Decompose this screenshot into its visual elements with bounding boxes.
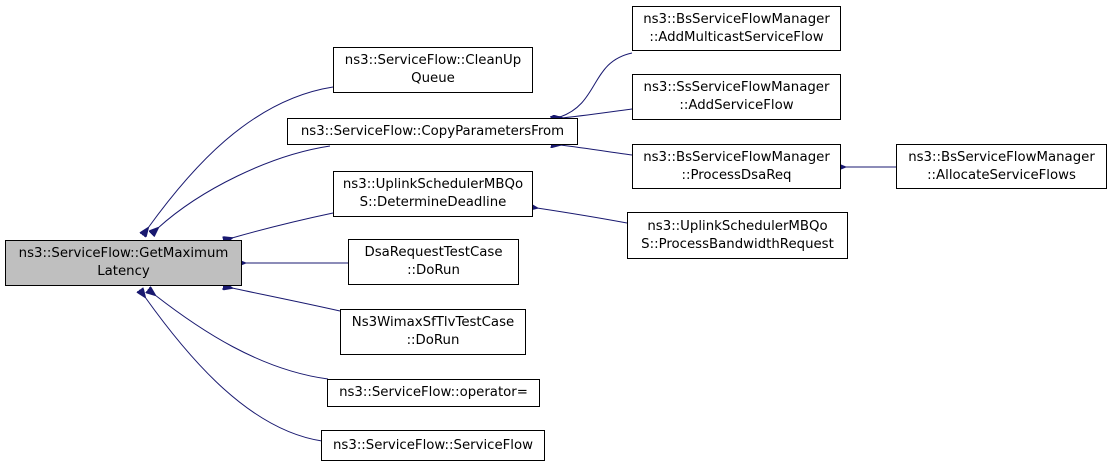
- edge-bandwidth-to-determine: [537, 208, 628, 224]
- node-service-flow-constructor[interactable]: ns3::ServiceFlow::ServiceFlow: [321, 430, 545, 461]
- node-label-line: ns3::ServiceFlow::GetMaximum: [18, 246, 229, 261]
- node-label-line: ::AddServiceFlow: [679, 98, 794, 113]
- node-determine-deadline[interactable]: ns3::UplinkSchedulerMBQo S::DetermineDea…: [333, 171, 533, 217]
- edge-ssadd-to-copy: [562, 108, 633, 118]
- node-wimax-sf-tlv-test-case[interactable]: Ns3WimaxSfTlvTestCase ::DoRun: [340, 309, 526, 355]
- node-label-line: ns3::ServiceFlow::operator=: [339, 385, 528, 400]
- node-label-line: ::DoRun: [407, 263, 460, 278]
- node-label-line: ns3::ServiceFlow::ServiceFlow: [333, 437, 533, 453]
- node-label-line: ::AddMulticastServiceFlow: [649, 29, 824, 45]
- node-process-dsa-req[interactable]: ns3::BsServiceFlowManager ::ProcessDsaRe…: [632, 144, 841, 189]
- node-label-line: ::AllocateServiceFlows: [927, 167, 1076, 183]
- edge-cleanup-to-root: [148, 86, 334, 228]
- node-label-line: ::ProcessDsaReq: [681, 167, 792, 183]
- node-label-line: ns3::UplinkSchedulerMBQo: [647, 218, 828, 234]
- node-label-line: ns3::ServiceFlow::CopyParametersFrom: [300, 123, 565, 139]
- node-cleanup-queue[interactable]: ns3::ServiceFlow::CleanUp Queue: [333, 47, 533, 93]
- node-label-line: ns3::ServiceFlow::CleanUp: [344, 53, 522, 68]
- node-label-line: Latency: [97, 264, 150, 279]
- node-label-line: S::ProcessBandwidthRequest: [641, 236, 834, 252]
- node-label-line: ns3::SsServiceFlowManager: [643, 80, 830, 95]
- edge-bsdsa-to-copy: [560, 145, 633, 156]
- edge-bsmulticast-to-copy: [560, 52, 633, 117]
- node-copy-parameters-from[interactable]: ns3::ServiceFlow::CopyParametersFrom: [287, 118, 578, 145]
- node-get-maximum-latency: ns3::ServiceFlow::GetMaximum Latency: [5, 240, 242, 286]
- node-label-line: ns3::BsServiceFlowManager: [643, 11, 830, 27]
- edge-tlvtest-to-root: [232, 288, 341, 312]
- node-ss-add-service-flow[interactable]: ns3::SsServiceFlowManager ::AddServiceFl…: [632, 74, 841, 120]
- node-label-line: ns3::UplinkSchedulerMBQo: [342, 177, 524, 192]
- node-operator-assign[interactable]: ns3::ServiceFlow::operator=: [327, 379, 540, 407]
- node-label-line: Ns3WimaxSfTlvTestCase: [351, 315, 515, 330]
- node-label-line: ns3::BsServiceFlowManager: [643, 149, 830, 165]
- node-label-line: ns3::BsServiceFlowManager: [908, 149, 1095, 165]
- edge-copy-to-root: [158, 145, 331, 228]
- node-add-multicast-service-flow[interactable]: ns3::BsServiceFlowManager ::AddMulticast…: [632, 6, 841, 51]
- node-label-line: Queue: [411, 71, 455, 86]
- edge-determine-to-root: [232, 212, 334, 238]
- node-dsa-request-test-case[interactable]: DsaRequestTestCase ::DoRun: [348, 239, 519, 285]
- node-process-bandwidth-request[interactable]: ns3::UplinkSchedulerMBQo S::ProcessBandw…: [627, 212, 848, 259]
- node-label-line: ::DoRun: [406, 333, 460, 348]
- edge-operator-to-root: [155, 295, 329, 380]
- node-allocate-service-flows[interactable]: ns3::BsServiceFlowManager ::AllocateServ…: [896, 144, 1107, 189]
- node-label-line: DsaRequestTestCase: [364, 245, 503, 260]
- node-label-line: S::DetermineDeadline: [359, 195, 507, 210]
- edge-ctor-to-root: [145, 297, 323, 442]
